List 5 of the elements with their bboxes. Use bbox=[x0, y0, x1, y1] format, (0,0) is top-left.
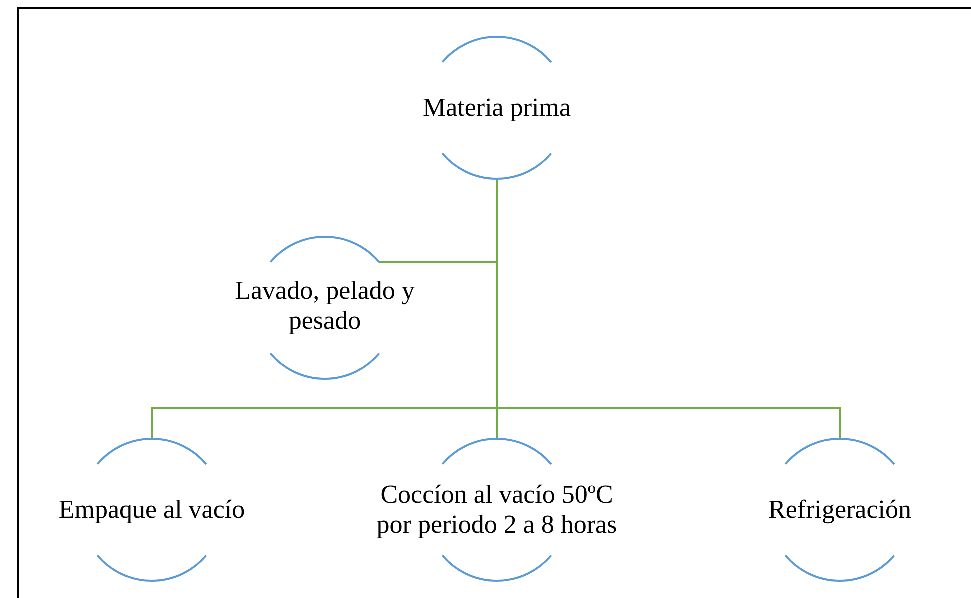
node-label: Refrigeración bbox=[768, 495, 912, 525]
node-label: Materia prima bbox=[423, 93, 571, 123]
node-label: Coccíon al vacío 50ºC por periodo 2 a 8 horas bbox=[376, 480, 618, 540]
node-label: Lavado, pelado y pesado bbox=[234, 276, 416, 336]
node-label: Empaque al vacío bbox=[58, 495, 246, 525]
